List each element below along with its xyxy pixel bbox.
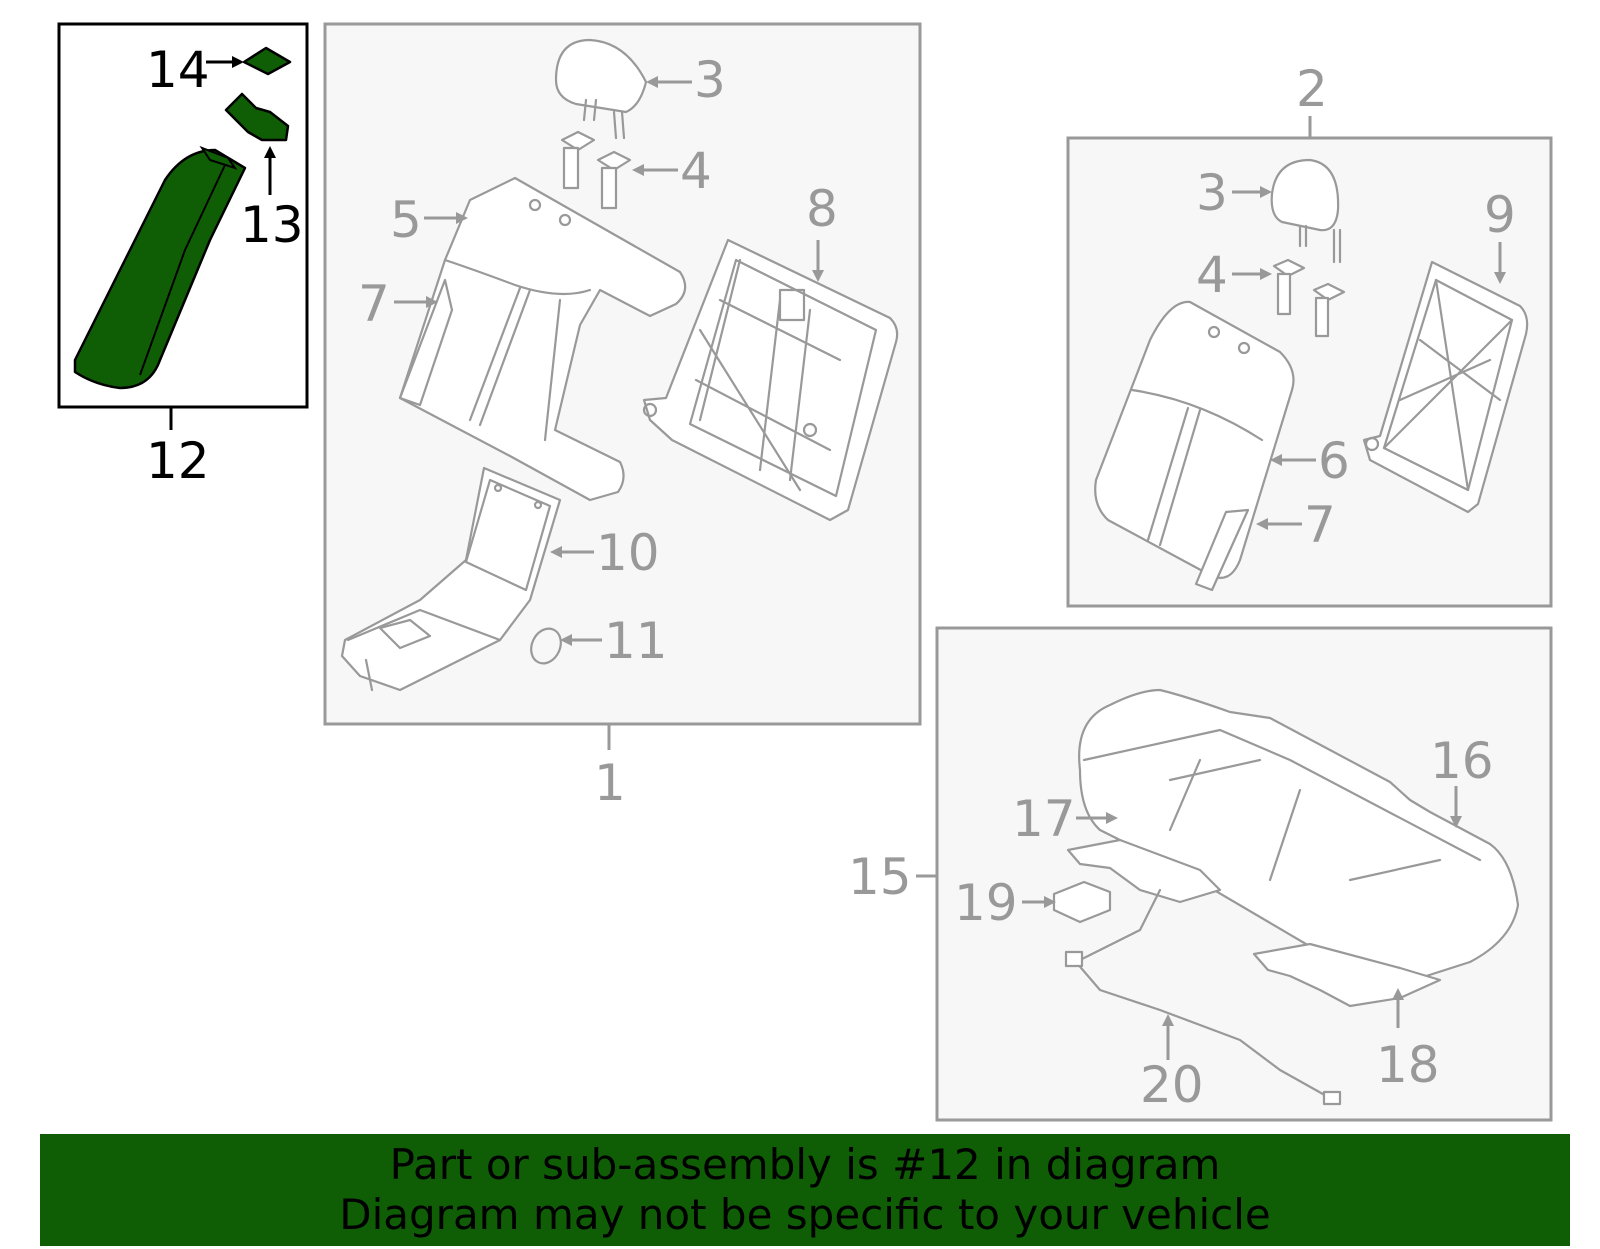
banner-line-2: Diagram may not be specific to your vehi…	[339, 1190, 1271, 1239]
arrows-panel-1	[394, 76, 824, 646]
callout-4-left[interactable]: 4	[680, 142, 712, 200]
callout-5[interactable]: 5	[390, 191, 422, 249]
callout-labels: 12 13 14 1 3 4 5 7 8 10 11 2 3 4 6 7 9 1…	[146, 41, 1516, 1114]
callout-3-left[interactable]: 3	[694, 51, 726, 109]
pad-part-7-right[interactable]	[1194, 508, 1250, 592]
wire-harness-part-20[interactable]	[1064, 888, 1342, 1106]
panel-assembly-15	[916, 626, 1553, 1122]
module-part-19[interactable]	[1052, 880, 1112, 924]
callout-7-right[interactable]: 7	[1304, 496, 1336, 554]
banner-line-1: Part or sub-assembly is #12 in diagram	[389, 1140, 1221, 1189]
callout-19[interactable]: 19	[954, 874, 1018, 932]
callout-15[interactable]: 15	[848, 848, 912, 906]
callout-12[interactable]: 12	[146, 432, 210, 490]
callout-17[interactable]: 17	[1012, 790, 1076, 848]
callout-3-right[interactable]: 3	[1196, 164, 1228, 222]
callout-4-right[interactable]: 4	[1196, 246, 1228, 304]
headrest-guide-part-4[interactable]	[560, 130, 632, 210]
fastener-part-14[interactable]	[242, 46, 292, 76]
heater-mat-part-17[interactable]	[1066, 838, 1222, 904]
callout-14[interactable]: 14	[146, 41, 210, 99]
callout-6[interactable]: 6	[1318, 432, 1350, 490]
heater-mat-part-18[interactable]	[1252, 942, 1442, 1008]
headrest-part-3-right[interactable]	[1270, 158, 1342, 264]
callout-8[interactable]: 8	[806, 180, 838, 238]
callout-10[interactable]: 10	[596, 524, 660, 582]
pad-part-7-left[interactable]	[398, 278, 454, 407]
seat-back-cover-part-6[interactable]	[1094, 300, 1295, 579]
callout-13[interactable]: 13	[240, 196, 304, 254]
arrows-panel-2	[1232, 186, 1506, 530]
panel-assembly-2	[1066, 116, 1553, 608]
armrest-part-10[interactable]	[340, 466, 562, 692]
headrest-part-3[interactable]	[554, 38, 648, 140]
headrest-guide-part-4-right[interactable]	[1272, 258, 1346, 338]
ring-part-11[interactable]	[526, 624, 567, 668]
callout-9[interactable]: 9	[1484, 186, 1516, 244]
callout-16[interactable]: 16	[1430, 732, 1494, 790]
callout-18[interactable]: 18	[1376, 1036, 1440, 1094]
callout-7-left[interactable]: 7	[358, 275, 390, 333]
arrow-14	[206, 56, 244, 68]
seat-cushion-part-16[interactable]	[1078, 688, 1520, 980]
clip-part-13[interactable]	[224, 92, 290, 142]
info-banner: Part or sub-assembly is #12 in diagram D…	[40, 1134, 1570, 1246]
arrow-13	[264, 146, 276, 195]
side-trim-panel-part-12[interactable]	[73, 145, 247, 390]
seat-back-cover-part-5[interactable]	[398, 176, 687, 502]
seat-back-frame-part-9[interactable]	[1362, 260, 1529, 514]
seat-back-frame-part-8[interactable]	[642, 238, 899, 522]
panel-part-12	[57, 22, 309, 430]
callout-1[interactable]: 1	[594, 754, 626, 812]
callout-20[interactable]: 20	[1140, 1056, 1204, 1114]
callout-2[interactable]: 2	[1296, 60, 1328, 118]
arrows-panel-15	[1022, 786, 1462, 1060]
panel-assembly-1	[323, 22, 922, 750]
callout-11[interactable]: 11	[604, 612, 668, 670]
